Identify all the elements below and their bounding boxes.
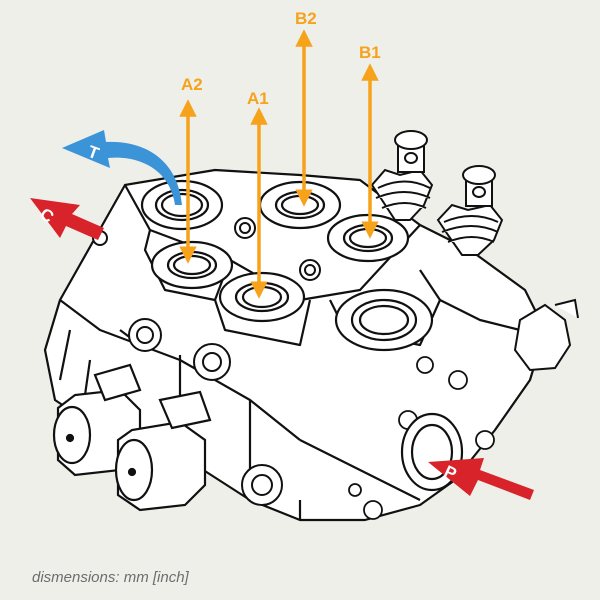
joystick-actuators — [370, 130, 504, 256]
tank-arrow — [62, 130, 182, 205]
port-label-a2: A2 — [181, 75, 203, 94]
spool-caps — [52, 363, 212, 512]
dimensions-caption: dismensions: mm [inch] — [32, 569, 189, 586]
side-bosses — [92, 217, 321, 506]
port-label-a1: A1 — [247, 89, 269, 108]
c-arrow — [30, 198, 104, 240]
port-label-b2: B2 — [295, 9, 317, 28]
bolts — [348, 356, 495, 520]
port-label-b1: B1 — [359, 43, 381, 62]
p-arrow — [428, 458, 534, 500]
end-fitting — [513, 298, 579, 372]
work-port-arrows — [179, 29, 379, 299]
